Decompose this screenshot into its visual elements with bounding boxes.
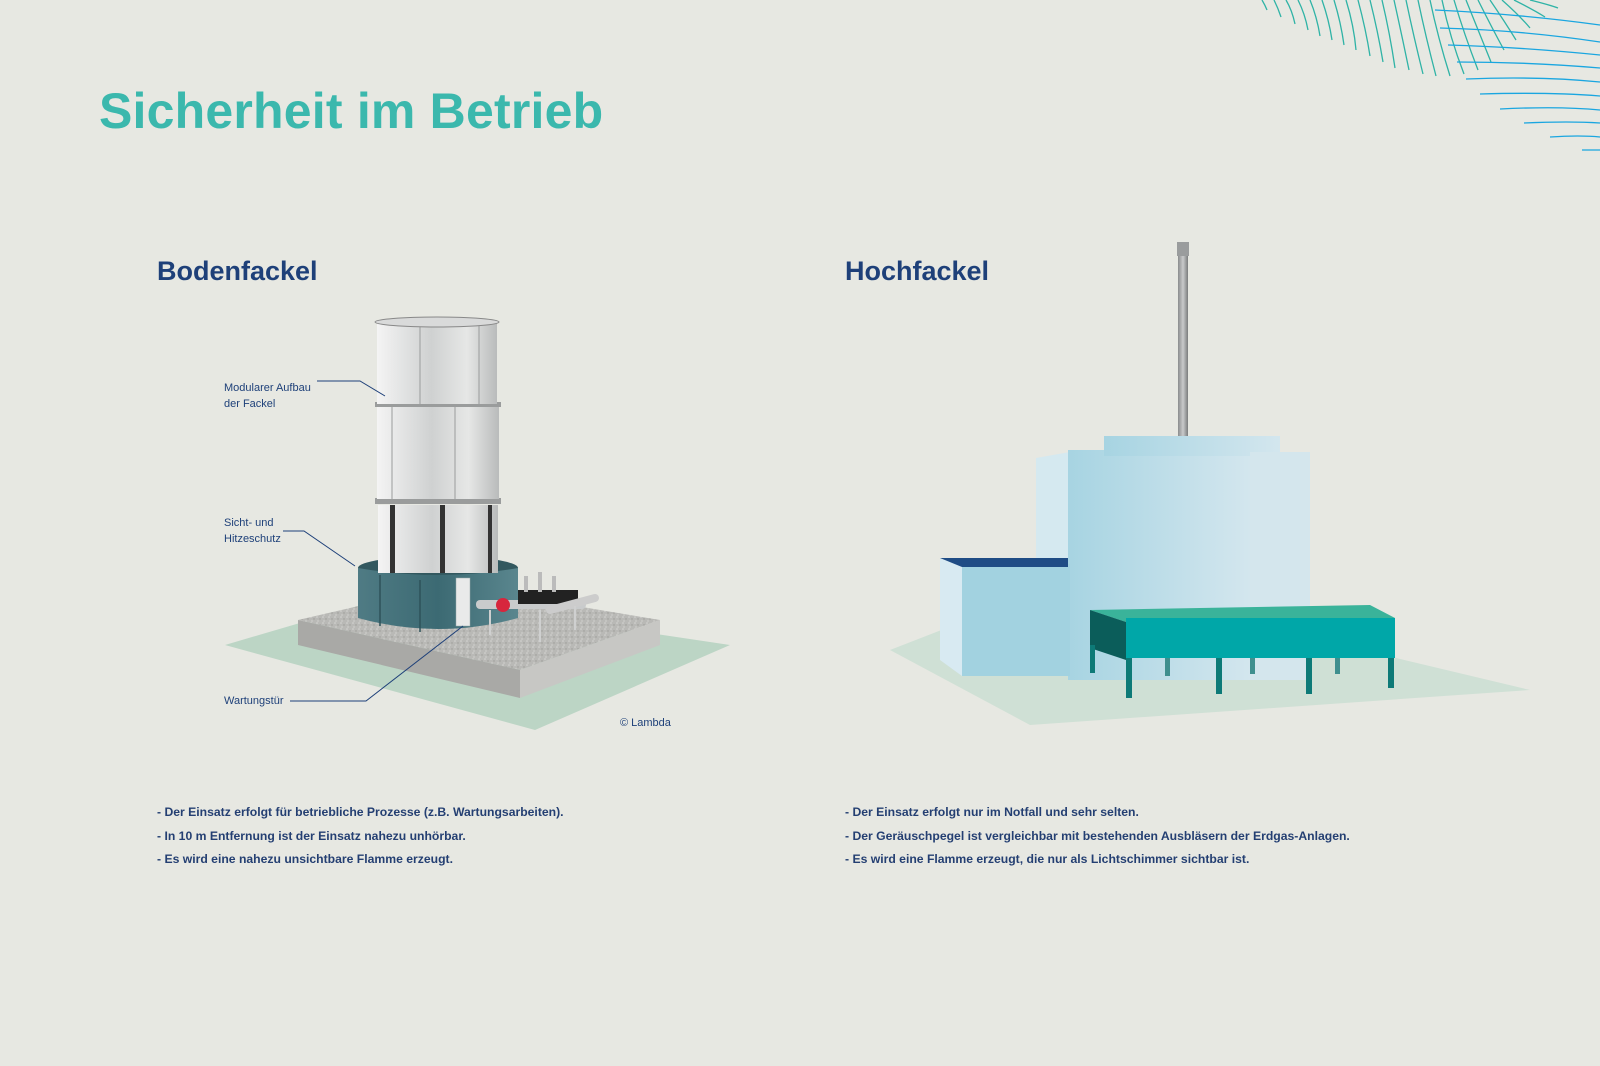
label-visual-heat-shield: Sicht- und Hitzeschutz [224,515,281,547]
bullet-item: - Der Einsatz erfolgt für betriebliche P… [157,805,564,819]
label-line: der Fackel [224,398,276,410]
label-maintenance-door: Wartungstür [224,693,284,709]
bullet-list: - Der Einsatz erfolgt nur im Notfall und… [845,801,1350,872]
bullet-item: - Es wird eine Flamme erzeugt, die nur a… [845,852,1250,866]
bullet-item: - Es wird eine nahezu unsichtbare Flamme… [157,852,453,866]
bullet-list: - Der Einsatz erfolgt für betriebliche P… [157,801,564,872]
bullet-item: - Der Einsatz erfolgt nur im Notfall und… [845,805,1139,819]
label-modular-build: Modularer Aufbau der Fackel [224,380,311,412]
decorative-wave-lines-icon [1261,0,1600,151]
label-line: Hitzeschutz [224,533,281,545]
page-title: Sicherheit im Betrieb [99,83,604,139]
label-line: Sicht- und [224,517,274,529]
bullet-item: - Der Geräuschpegel ist vergleichbar mit… [845,828,1350,843]
label-line: Wartungstür [224,695,284,707]
label-line: Modularer Aufbau [224,382,311,394]
bullet-item: - In 10 m Entfernung ist der Einsatz nah… [157,828,466,843]
elevated-flare-illustration [890,242,1530,725]
section-heading: Bodenfackel [157,256,318,286]
ground-flare-illustration [225,316,730,730]
section-heading: Hochfackel [845,256,990,286]
image-credit: © Lambda [620,717,671,729]
